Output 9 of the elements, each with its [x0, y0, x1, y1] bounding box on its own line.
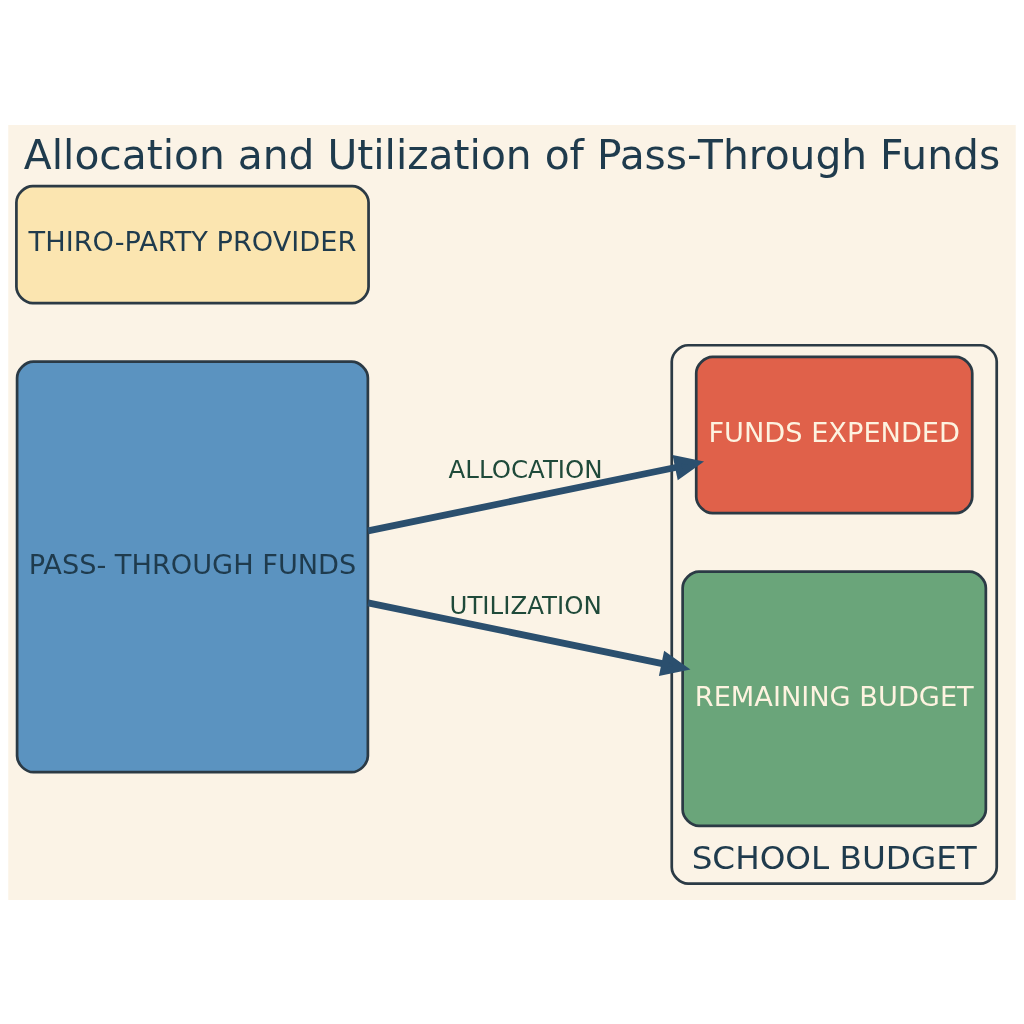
arrow: [367, 454, 705, 534]
edge-label: UTILIZATION: [449, 590, 602, 620]
arrow: [367, 599, 691, 676]
node-box: PASS- THROUGH FUNDS: [15, 359, 370, 774]
node-box: THIRO-PARTY PROVIDER: [15, 184, 370, 304]
node-box: FUNDS EXPENDED: [694, 354, 974, 515]
node-box: REMAINING BUDGET: [681, 569, 988, 827]
diagram-title: Allocation and Utilization of Pass-Through Funds: [23, 130, 1001, 179]
edge-label: ALLOCATION: [448, 454, 603, 484]
